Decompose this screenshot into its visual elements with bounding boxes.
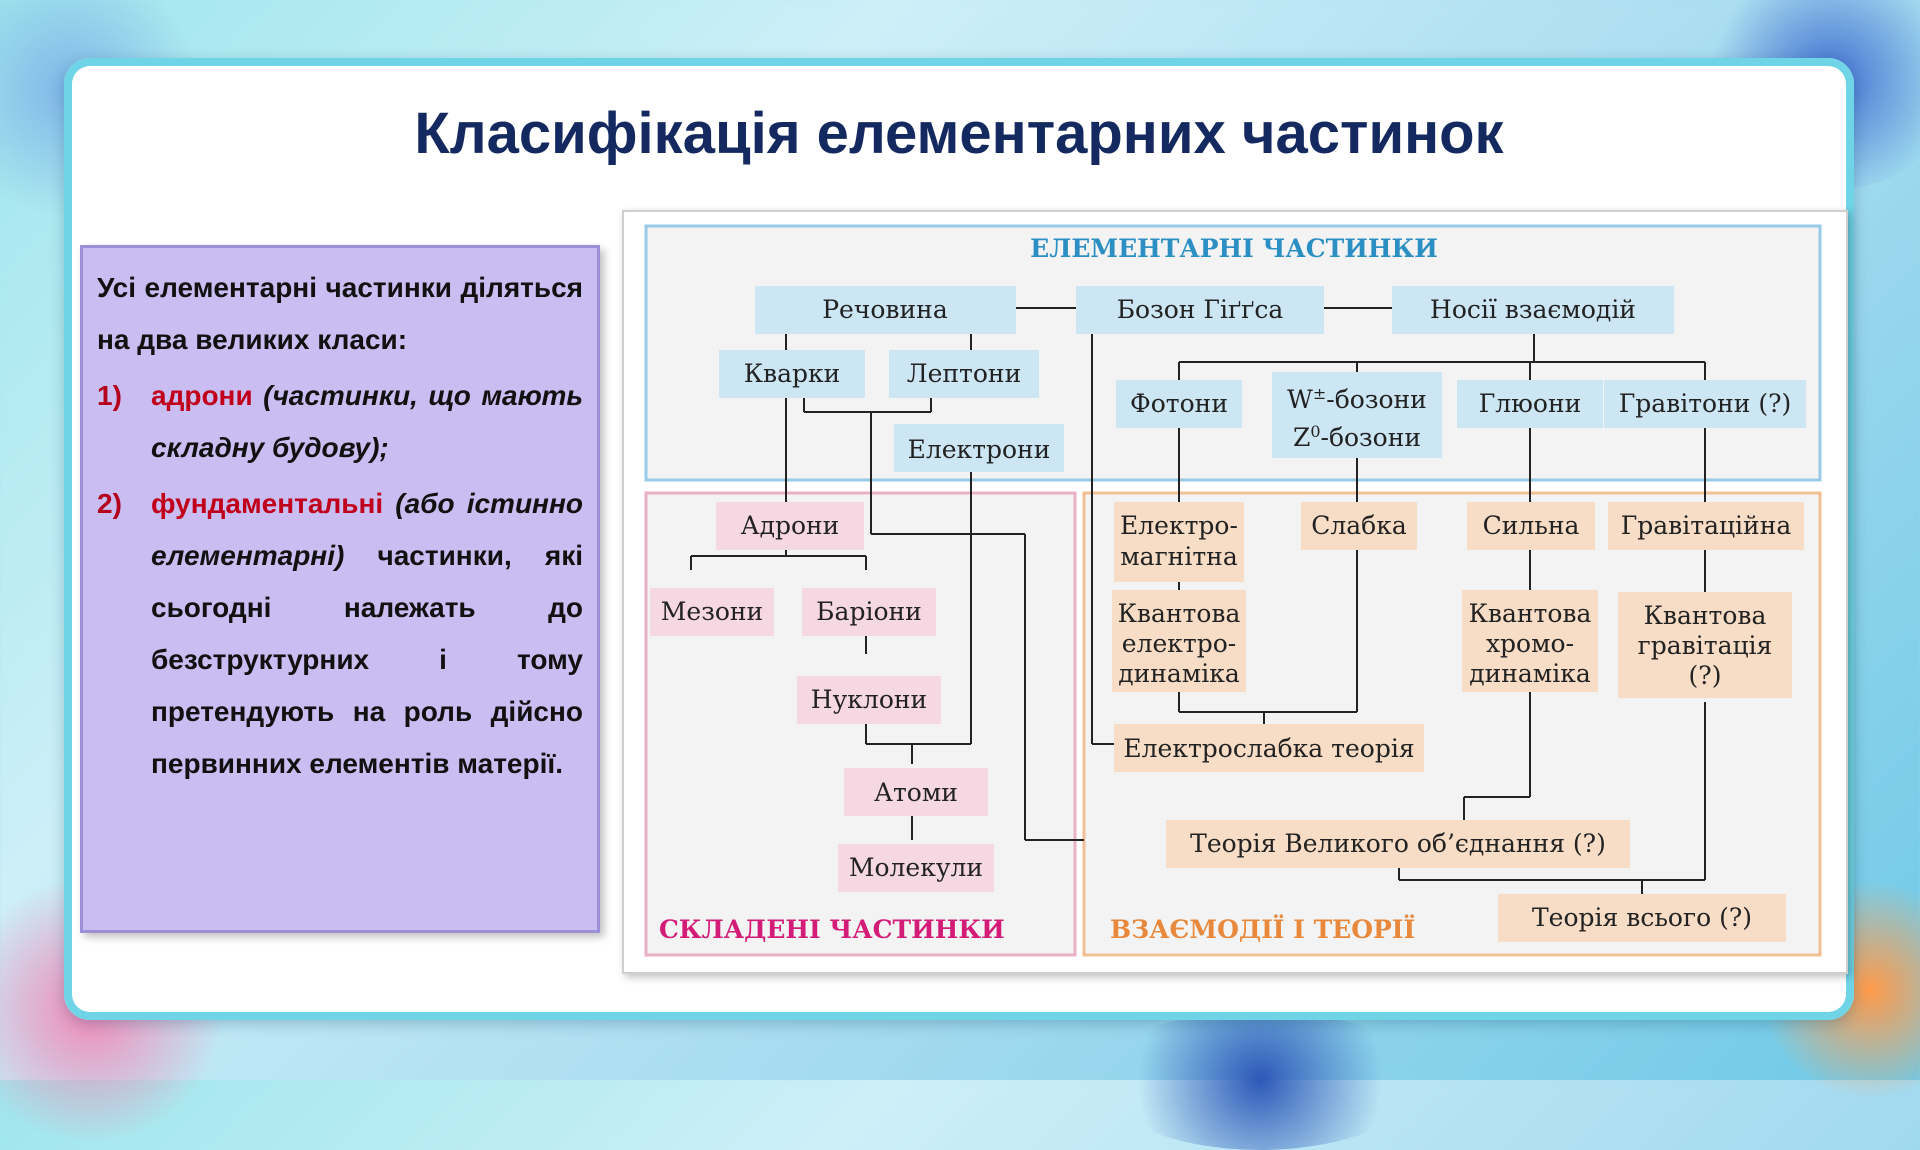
term-explanation: частинки, які сьогодні належать до безст… — [151, 540, 583, 779]
node-quantum-gravity: Квантова гравітація (?) — [1618, 592, 1792, 698]
node-label: гравітація — [1638, 631, 1773, 660]
node-theory-of-everything: Теорія всього (?) — [1498, 894, 1786, 942]
node-label: Слабка — [1311, 511, 1407, 540]
node-label: Молекули — [849, 853, 983, 882]
node-label: хромо- — [1486, 629, 1574, 658]
node-w-z-bosons: W±-бозони Z0-бозони — [1272, 372, 1442, 458]
node-label: Квантова — [1644, 601, 1767, 630]
right-section-title: ВЗАЄМОДІЇ І ТЕОРІЇ — [1110, 915, 1415, 944]
node-strong: Сильна — [1467, 502, 1595, 550]
term-description: (частинки, що мають складну будову); — [151, 380, 583, 463]
node-label: Сильна — [1483, 511, 1580, 540]
node-gravitational: Гравітаційна — [1608, 502, 1804, 550]
list-item: 2) фундаментальні (або істинно елементар… — [97, 478, 583, 790]
diagram-svg: ЕЛЕМЕНТАРНІ ЧАСТИНКИ СКЛАДЕНІ ЧАСТИНКИ В… — [644, 224, 1822, 957]
node-label: Носії взаємодій — [1430, 295, 1636, 324]
node-weak: Слабка — [1301, 502, 1417, 550]
node-baryons: Баріони — [802, 588, 936, 636]
node-quarks: Кварки — [719, 350, 865, 398]
node-label: Мезони — [661, 597, 763, 626]
node-electroweak-theory: Електрослабка теорія — [1114, 724, 1424, 772]
node-label: Атоми — [874, 778, 958, 807]
node-label-z: Z0-бозони — [1293, 422, 1421, 452]
node-label: магнітна — [1120, 542, 1238, 571]
node-label: (?) — [1689, 661, 1722, 690]
node-label: Електрослабка теорія — [1123, 734, 1414, 763]
node-qcd: Квантова хромо- динаміка — [1462, 590, 1598, 692]
node-label: електро- — [1122, 629, 1236, 658]
node-photons: Фотони — [1116, 380, 1242, 428]
node-label: Глюони — [1479, 389, 1582, 418]
node-rechovyna: Речовина — [755, 286, 1016, 334]
top-section-title: ЕЛЕМЕНТАРНІ ЧАСТИНКИ — [1030, 234, 1438, 263]
node-label-w: W±-бозони — [1287, 384, 1427, 414]
term-hadrons: адрони — [151, 380, 253, 411]
node-label: Квантова — [1469, 599, 1592, 628]
list-number: 1) — [97, 380, 122, 411]
list-item-text: адрони (частинки, що мають складну будов… — [151, 370, 583, 474]
list-item-text: фундаментальні (або істинно елементарні)… — [151, 478, 583, 790]
node-label: Нуклони — [811, 685, 927, 714]
node-label: Адрони — [741, 511, 840, 540]
node-atoms: Атоми — [844, 768, 988, 816]
background-orb — [1100, 1010, 1420, 1150]
node-label: динаміка — [1118, 659, 1240, 688]
list-number: 2) — [97, 488, 122, 519]
node-molecules: Молекули — [838, 844, 994, 892]
node-label: Теорія Великого об’єднання (?) — [1190, 829, 1606, 858]
node-label: Квантова — [1118, 599, 1241, 628]
left-section-title: СКЛАДЕНІ ЧАСТИНКИ — [659, 915, 1005, 944]
node-label: Речовина — [822, 295, 948, 324]
node-qed: Квантова електро- динаміка — [1112, 590, 1246, 692]
node-electromagnetic: Електро- магнітна — [1114, 502, 1244, 582]
node-label: Баріони — [816, 597, 922, 626]
classification-diagram: ЕЛЕМЕНТАРНІ ЧАСТИНКИ СКЛАДЕНІ ЧАСТИНКИ В… — [622, 210, 1848, 974]
node-electrons: Електрони — [894, 424, 1064, 472]
node-label: динаміка — [1469, 659, 1591, 688]
node-label: Фотони — [1130, 389, 1228, 418]
node-leptons: Лептони — [889, 350, 1039, 398]
node-label: Електро- — [1120, 511, 1238, 540]
node-label: Гравітони (?) — [1619, 389, 1792, 418]
node-gluons: Глюони — [1457, 380, 1603, 428]
node-label: Теорія всього (?) — [1532, 903, 1752, 932]
node-label: Кварки — [744, 359, 841, 388]
node-label: Електрони — [908, 435, 1051, 464]
slide-title: Класифікація елементарних частинок — [414, 101, 1504, 166]
node-label: Лептони — [907, 359, 1022, 388]
intro-text: Усі елементарні частинки діляться на два… — [97, 272, 583, 355]
node-force-carriers: Носії взаємодій — [1392, 286, 1674, 334]
node-label: Гравітаційна — [1621, 511, 1792, 540]
node-mesons: Мезони — [650, 588, 774, 636]
node-grand-unified-theory: Теорія Великого об’єднання (?) — [1166, 820, 1630, 868]
node-higgs-boson: Бозон Гіґґса — [1076, 286, 1324, 334]
definition-textbox: Усі елементарні частинки діляться на два… — [80, 245, 600, 933]
node-gravitons: Гравітони (?) — [1604, 380, 1806, 428]
node-nucleons: Нуклони — [797, 676, 941, 724]
term-fundamental: фундаментальні — [151, 488, 384, 519]
list-item: 1) адрони (частинки, що мають складну бу… — [97, 370, 583, 474]
term-description: (або істинно елементарні) — [151, 488, 583, 571]
node-label: Бозон Гіґґса — [1117, 295, 1284, 324]
node-hadrons: Адрони — [716, 502, 864, 550]
